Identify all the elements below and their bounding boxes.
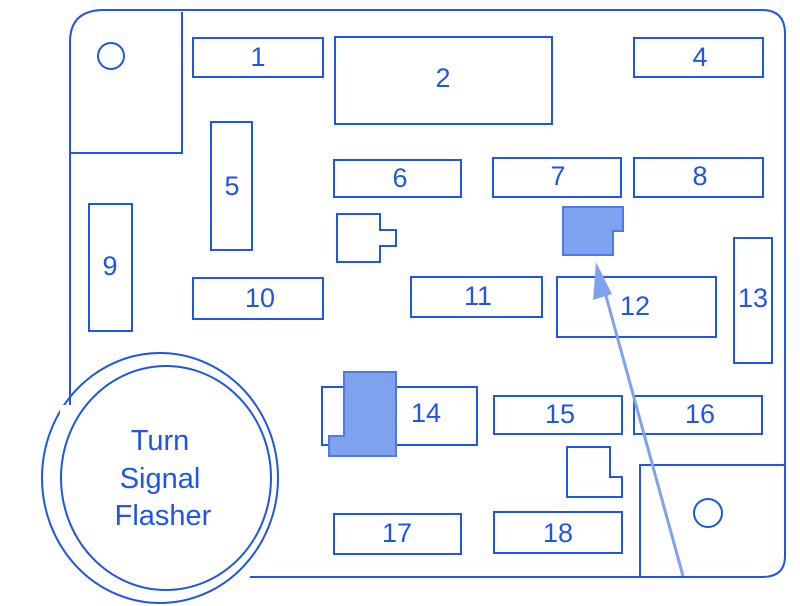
flasher-label-line2: Signal	[120, 463, 201, 495]
bottom-right-mount	[639, 464, 785, 577]
fuse-17[interactable]: 17	[333, 513, 462, 555]
relay-outline	[336, 213, 397, 263]
fuse-label: 4	[692, 42, 707, 72]
fuse-label: 12	[620, 291, 650, 321]
fuse-label: 8	[692, 161, 707, 191]
fuse-5[interactable]: 5	[210, 121, 253, 251]
fuse-label: 1	[250, 42, 265, 72]
fuse-box-outline	[69, 9, 786, 578]
top-left-mount	[70, 12, 183, 154]
pointer-arrow-line	[601, 284, 685, 577]
fuse-7[interactable]: 7	[492, 157, 622, 198]
fuse-9[interactable]: 9	[88, 203, 133, 332]
fuse-10[interactable]: 10	[192, 277, 324, 320]
fuse-label: 16	[685, 399, 715, 429]
fuse-label: 9	[102, 251, 117, 281]
flasher-outer-ring	[41, 352, 279, 604]
fuse-label: 18	[543, 518, 573, 548]
fuse-2[interactable]: 2	[334, 36, 553, 125]
fuse-13[interactable]: 13	[733, 237, 773, 364]
fuse-label: 15	[545, 399, 575, 429]
fuse-18[interactable]: 18	[493, 511, 623, 554]
turn-signal-flasher[interactable]: Turn Signal Flasher	[115, 425, 212, 532]
fuse-label: 14	[411, 398, 441, 428]
fuse-16[interactable]: 16	[633, 395, 763, 435]
fuse-label: 17	[382, 518, 412, 548]
pointer-arrowhead-icon	[593, 262, 612, 300]
fuse-12[interactable]: 12	[556, 276, 717, 338]
fuse-label: 2	[435, 63, 450, 93]
fuse-1[interactable]: 1	[192, 37, 324, 78]
highlighted-relay	[562, 206, 624, 256]
fuse-label: 10	[245, 283, 275, 313]
fuse-14[interactable]: 14	[321, 371, 478, 457]
fuse-label: 11	[464, 281, 492, 311]
flasher-label-line3: Flasher	[115, 500, 212, 532]
fuse-label: 7	[550, 161, 565, 191]
flasher-circle	[60, 365, 272, 591]
flasher-label-line1: Turn	[131, 425, 190, 457]
fuse-8[interactable]: 8	[633, 157, 764, 198]
fuse-label: 5	[224, 171, 239, 201]
highlighted-relay-14	[328, 371, 397, 457]
fuse-4[interactable]: 4	[633, 37, 764, 78]
mount-hole-icon	[97, 42, 125, 70]
relay-outline	[566, 446, 623, 498]
fuse-label: 13	[738, 283, 768, 313]
fuse-6[interactable]: 6	[333, 159, 462, 198]
fuse-label: 6	[392, 163, 407, 193]
fuse-11[interactable]: 11	[410, 276, 543, 318]
mount-hole-icon	[693, 498, 723, 528]
fuse-15[interactable]: 15	[493, 395, 623, 435]
